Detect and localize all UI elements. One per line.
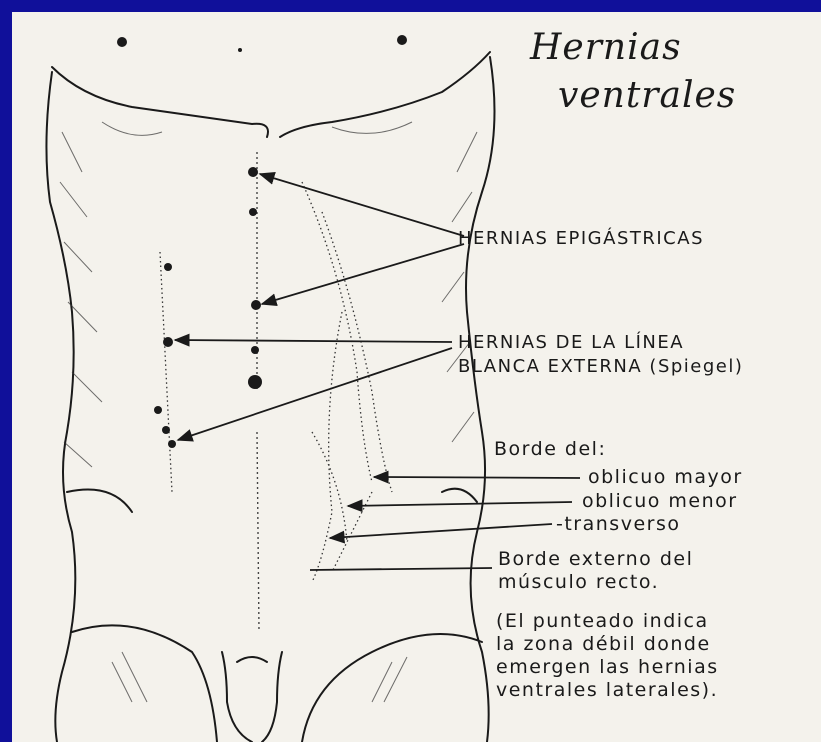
shading-hatching xyxy=(60,122,477,702)
body-outline xyxy=(46,52,494,742)
label-borde-externo-line-1: Borde externo del xyxy=(498,548,693,570)
label-linea-blanca-line-1: HERNIAS DE LA LÍNEA xyxy=(458,332,684,354)
label-hernias-epigastricas: HERNIAS EPIGÁSTRICAS xyxy=(458,228,704,250)
label-oblicuo-menor: oblicuo menor xyxy=(582,490,738,512)
spigelian-zone xyxy=(160,182,392,582)
linea-alba xyxy=(257,152,259,632)
title-line-2: ventrales xyxy=(558,76,736,116)
label-borde-del: Borde del: xyxy=(494,438,606,460)
label-transverso: -transverso xyxy=(556,513,680,535)
note-line-4: ventrales laterales). xyxy=(496,679,718,701)
nipple-marks xyxy=(117,35,407,52)
label-oblicuo-mayor: oblicuo mayor xyxy=(588,466,743,488)
label-linea-blanca-line-2: BLANCA EXTERNA (Spiegel) xyxy=(458,356,743,378)
label-borde-externo-line-2: músculo recto. xyxy=(498,571,659,593)
title-line-1: Hernias xyxy=(530,28,682,68)
note-line-1: (El punteado indica xyxy=(496,610,709,632)
note-line-2: la zona débil donde xyxy=(496,633,711,655)
note-line-3: emergen las hernias xyxy=(496,656,719,678)
illustration-page: Hernias ventrales HERNIAS EPIGÁSTRICAS H… xyxy=(12,12,821,742)
hernia-dots xyxy=(154,167,262,448)
